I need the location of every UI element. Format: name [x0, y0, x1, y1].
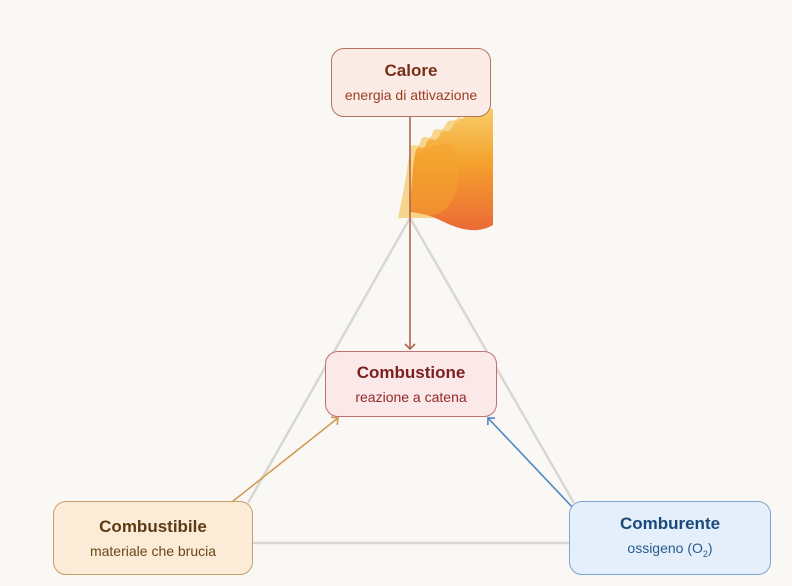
flame-highlight	[410, 143, 459, 216]
oxidizer-subtitle-subscript: 2	[702, 548, 708, 559]
node-combustion: Combustione reazione a catena	[325, 351, 497, 417]
node-heat-subtitle: energia di attivazione	[344, 87, 478, 103]
node-oxidizer-subtitle: ossigeno (O2)	[627, 538, 712, 564]
node-heat: Calore energia di attivazione	[331, 48, 491, 117]
node-fuel: Combustibile materiale che brucia	[53, 501, 253, 575]
node-fuel-title: Combustibile	[99, 516, 207, 536]
node-fuel-subtitle: materiale che brucia	[89, 542, 217, 559]
node-combustion-subtitle: reazione a catena	[355, 388, 467, 405]
node-heat-title: Calore	[384, 61, 438, 80]
node-oxidizer: Comburente ossigeno (O2)	[569, 501, 771, 575]
node-combustion-title: Combustione	[356, 362, 466, 382]
oxidizer-subtitle-suffix: )	[707, 539, 713, 556]
arrow-oxidizer-to-combustion	[487, 417, 577, 512]
oxidizer-subtitle-prefix: ossigeno (O	[627, 539, 703, 556]
flame-icon	[398, 105, 493, 231]
node-oxidizer-title: Comburente	[619, 513, 721, 533]
arrow-fuel-to-combustion	[217, 416, 339, 514]
